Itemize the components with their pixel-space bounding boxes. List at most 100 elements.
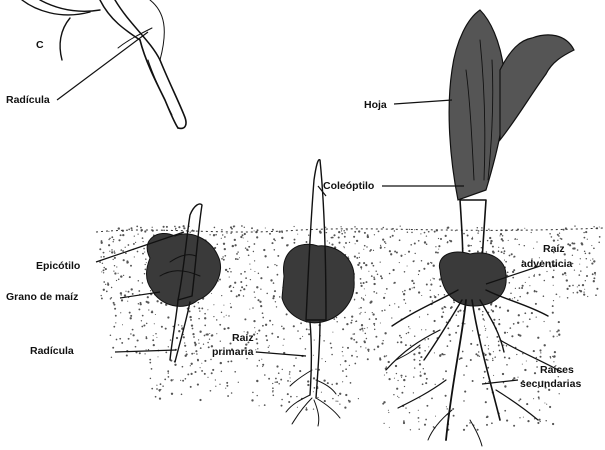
soil-dot <box>226 315 227 316</box>
soil-dot <box>488 345 489 346</box>
soil-dot <box>132 329 134 331</box>
soil-dot <box>553 361 554 362</box>
soil-dot <box>435 251 437 253</box>
soil-dot <box>404 386 405 387</box>
soil-dot <box>331 384 333 386</box>
soil-dot <box>418 291 420 293</box>
soil-dot <box>236 295 238 297</box>
soil-dot <box>358 253 359 254</box>
soil-dot <box>272 391 274 393</box>
soil-dot <box>593 260 595 262</box>
soil-dot <box>165 328 167 330</box>
soil-dot <box>498 341 500 343</box>
soil-dot <box>424 350 426 352</box>
soil-dot <box>358 262 360 264</box>
soil-dot <box>109 251 110 252</box>
soil-dot <box>536 366 538 368</box>
soil-dot <box>189 231 190 232</box>
soil-dot <box>408 326 409 327</box>
soil-dot <box>359 329 361 331</box>
soil-dot <box>405 344 407 346</box>
soil-dot <box>146 323 148 325</box>
soil-dot <box>243 288 245 290</box>
soil-dot <box>154 323 155 324</box>
soil-dot <box>351 355 353 357</box>
soil-dot <box>103 252 105 254</box>
soil-dot <box>403 293 405 295</box>
soil-dot <box>574 270 575 271</box>
soil-dot <box>333 234 335 236</box>
soil-dot <box>522 285 524 287</box>
soil-dot <box>492 358 493 359</box>
soil-dot <box>426 284 428 286</box>
soil-dot <box>125 247 126 248</box>
soil-dot <box>151 368 153 370</box>
soil-dot <box>159 397 161 399</box>
soil-dot <box>213 316 214 317</box>
soil-dot <box>419 347 421 349</box>
soil-dot <box>583 232 584 233</box>
soil-dot <box>296 396 297 397</box>
soil-dot <box>107 282 109 284</box>
soil-dot <box>226 385 228 387</box>
soil-dot <box>435 246 436 247</box>
soil-dot <box>166 226 168 228</box>
soil-dot <box>593 280 595 282</box>
seedling-stage-2 <box>282 160 354 426</box>
soil-dot <box>116 266 117 267</box>
soil-dot <box>418 270 420 272</box>
soil-dot <box>557 240 558 241</box>
soil-dot <box>353 236 355 238</box>
soil-dot <box>231 228 233 230</box>
soil-dot <box>380 245 381 246</box>
soil-dot <box>536 360 538 362</box>
soil-dot <box>450 240 452 242</box>
soil-dot <box>325 227 326 228</box>
soil-dot <box>246 358 248 360</box>
soil-dot <box>544 344 546 346</box>
soil-dot <box>234 244 236 246</box>
soil-dot <box>251 227 253 229</box>
label-raices-secundarias-2: secundarias <box>520 378 581 390</box>
soil-dot <box>591 263 593 265</box>
soil-dot <box>149 359 151 361</box>
soil-dot <box>143 324 145 326</box>
soil-dot <box>297 407 298 408</box>
soil-dot <box>210 390 212 392</box>
soil-dot <box>198 318 200 320</box>
soil-dot <box>340 226 341 227</box>
soil-dot <box>185 378 187 380</box>
soil-dot <box>470 343 472 345</box>
soil-dot <box>380 322 381 323</box>
soil-dot <box>379 358 381 360</box>
soil-dot <box>375 336 377 338</box>
soil-dot <box>592 258 593 259</box>
soil-dot <box>346 323 348 325</box>
soil-dot <box>376 292 377 293</box>
soil-dot <box>276 265 278 267</box>
soil-dot <box>359 313 360 314</box>
soil-dot <box>566 279 568 281</box>
soil-dot <box>241 225 243 227</box>
soil-dot <box>342 347 343 348</box>
soil-dot <box>367 327 368 328</box>
soil-dot <box>262 317 264 319</box>
soil-dot <box>534 372 536 374</box>
soil-dot <box>240 236 242 238</box>
soil-dot <box>438 238 439 239</box>
label-radicula-top: Radícula <box>6 94 50 106</box>
soil-dot <box>207 333 209 335</box>
soil-dot <box>527 292 529 294</box>
soil-dot <box>360 278 362 280</box>
soil-dot <box>569 285 571 287</box>
soil-dot <box>553 356 555 358</box>
soil-dot <box>531 232 532 233</box>
soil-dot <box>388 361 390 363</box>
soil-dot <box>398 306 400 308</box>
soil-dot <box>240 290 242 292</box>
soil-dot <box>106 291 108 293</box>
soil-dot <box>409 412 410 413</box>
soil-dot <box>272 383 273 384</box>
soil-dot <box>160 389 161 390</box>
soil-dot <box>223 259 225 261</box>
